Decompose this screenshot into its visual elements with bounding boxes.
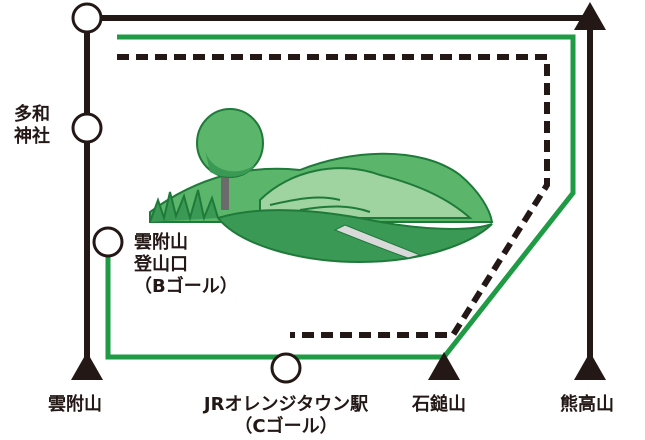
grass-tufts bbox=[149, 189, 219, 223]
label-trailhead-line3: （Bゴール） bbox=[134, 276, 238, 297]
hills-illustration bbox=[149, 108, 494, 264]
green-route-line bbox=[105, 34, 576, 360]
label-ishizuchiyama: 石鎚山 bbox=[412, 394, 466, 415]
label-tagajinja-line2: 神社 bbox=[14, 126, 50, 147]
hill-contour bbox=[269, 196, 371, 213]
label-kumotsukeyama: 雲附山 bbox=[48, 394, 102, 415]
dashed-route-line bbox=[117, 54, 550, 338]
node-jr-station bbox=[270, 352, 302, 384]
node-top-left bbox=[71, 2, 103, 34]
black-route-line bbox=[84, 15, 593, 368]
tree-crown-shade bbox=[205, 150, 255, 177]
node-kumotsukeyama-trailhead bbox=[92, 226, 124, 258]
peak-kumotsukeyama bbox=[71, 352, 103, 380]
mid-hill-light bbox=[259, 167, 473, 219]
tree-trunk bbox=[221, 165, 229, 210]
label-tagajinja: 多和 神社 bbox=[14, 104, 50, 148]
peak-ishizuchiyama bbox=[428, 352, 460, 380]
label-trailhead-line1: 雲附山 bbox=[134, 232, 188, 253]
tree-crown bbox=[196, 108, 264, 178]
label-jr-station-line2: （Cゴール） bbox=[234, 416, 338, 437]
peak-kumatakayama bbox=[574, 352, 606, 380]
label-jr-station-line1: JRオレンジタウン駅 bbox=[203, 394, 369, 415]
node-tagajinja bbox=[71, 112, 103, 144]
label-trailhead-line2: 登山口 bbox=[134, 254, 188, 275]
label-tagajinja-line1: 多和 bbox=[14, 104, 50, 125]
label-jr-station: JRオレンジタウン駅 （Cゴール） bbox=[196, 394, 376, 438]
hill-path bbox=[333, 224, 422, 259]
label-kumatakayama: 熊高山 bbox=[560, 394, 614, 415]
label-kumotsukeyama-trailhead: 雲附山 登山口 （Bゴール） bbox=[134, 232, 238, 298]
peak-top-right bbox=[574, 2, 606, 30]
